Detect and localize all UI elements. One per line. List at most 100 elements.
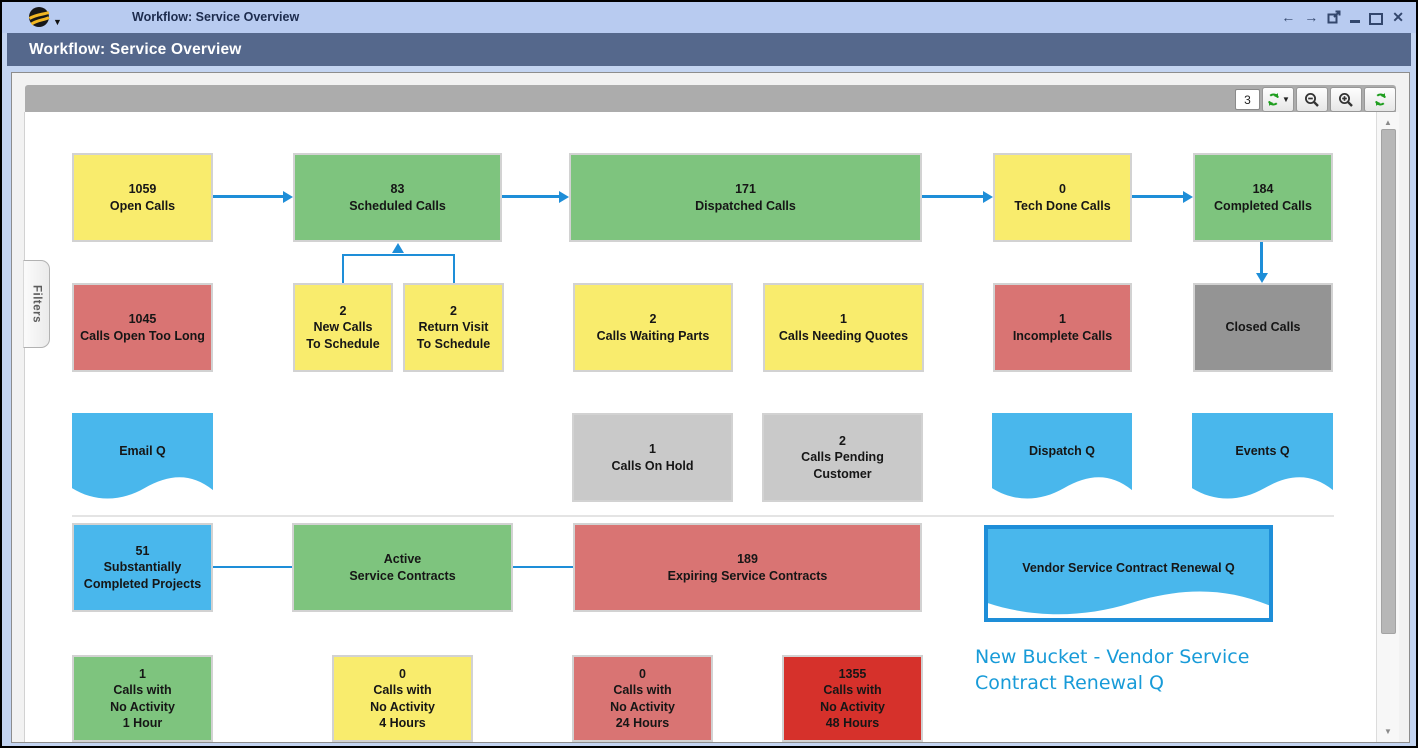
scroll-up-icon[interactable]: ▲ xyxy=(1384,118,1392,127)
node-label: Calls with No Activity 4 Hours xyxy=(370,683,435,730)
titlebar-title: Workflow: Service Overview xyxy=(132,10,300,24)
node-count: 1 xyxy=(649,442,656,456)
node-count: 1 xyxy=(139,666,146,681)
arrowhead xyxy=(1183,190,1193,203)
toolbar-tools: ▼ xyxy=(1235,87,1396,112)
node-label: Calls with No Activity 24 Hours xyxy=(610,683,675,730)
vertical-scrollbar: ▲ ▼ xyxy=(1376,112,1399,742)
levels-input[interactable] xyxy=(1235,89,1260,110)
connector-line xyxy=(513,566,573,568)
app-menu-caret-icon: ▼ xyxy=(53,17,62,27)
node-label: Vendor Service Contract Renewal Q xyxy=(1022,561,1235,576)
node-label: New Calls To Schedule xyxy=(306,320,380,351)
refresh-button[interactable] xyxy=(1364,87,1396,112)
node-count: 1059 xyxy=(128,182,157,196)
scroll-down-icon[interactable]: ▼ xyxy=(1384,727,1392,736)
connector-line xyxy=(922,195,984,198)
minimize-icon[interactable] xyxy=(1350,20,1361,23)
node-label: Scheduled Calls xyxy=(349,198,446,213)
window-controls: ← → ✕ xyxy=(1281,8,1404,26)
node-label: Calls Needing Quotes xyxy=(778,328,909,343)
queue-shape xyxy=(72,413,213,499)
node-label: Calls Pending Customer xyxy=(801,450,884,481)
node-closed-calls[interactable]: Closed Calls xyxy=(1193,283,1333,372)
filters-tab[interactable]: Filters xyxy=(23,260,50,348)
queue-shape xyxy=(1192,413,1333,499)
node-count: 2 xyxy=(339,303,347,318)
page-header: Workflow: Service Overview xyxy=(7,33,1411,66)
zoom-out-button[interactable] xyxy=(1296,87,1328,112)
zoom-in-button[interactable] xyxy=(1330,87,1362,112)
page-title: Workflow: Service Overview xyxy=(29,40,242,58)
node-label: Closed Calls xyxy=(1225,320,1301,335)
node-email-q[interactable]: Email Q xyxy=(72,413,213,502)
node-count: 51 xyxy=(135,543,150,558)
node-label: Open Calls xyxy=(109,198,176,213)
app-menu-button[interactable]: ▼ xyxy=(28,6,62,28)
refresh-menu-button[interactable]: ▼ xyxy=(1262,87,1294,112)
refresh-menu-caret-icon: ▼ xyxy=(1282,95,1290,104)
node-label: Events Q xyxy=(1235,444,1290,459)
node-count: 189 xyxy=(737,552,758,566)
back-icon[interactable]: ← xyxy=(1281,9,1296,25)
node-count: 0 xyxy=(1059,182,1066,196)
node-count: 0 xyxy=(399,666,406,681)
connector-line xyxy=(342,254,344,283)
node-events-q[interactable]: Events Q xyxy=(1192,413,1333,502)
refresh-icon xyxy=(1268,93,1279,106)
scrollbar-thumb[interactable] xyxy=(1381,129,1396,634)
node-active-service-contracts[interactable]: Active Service Contracts xyxy=(292,523,513,612)
connector-line xyxy=(213,566,292,568)
connector-line xyxy=(213,195,284,198)
node-label: Calls with No Activity 48 Hours xyxy=(820,683,885,730)
queue-shape xyxy=(988,529,1269,615)
node-dispatch-q[interactable]: Dispatch Q xyxy=(992,413,1132,502)
node-label: Dispatched Calls xyxy=(695,198,796,213)
filters-tab-label: Filters xyxy=(30,284,43,323)
zoom-in-icon xyxy=(1339,92,1353,107)
node-label: Completed Calls xyxy=(1214,198,1312,213)
node-label: Expiring Service Contracts xyxy=(667,568,828,583)
connector-line xyxy=(1260,242,1263,274)
maximize-icon[interactable] xyxy=(1369,12,1384,25)
node-count: 171 xyxy=(735,182,756,196)
node-label: Calls Open Too Long xyxy=(80,328,205,343)
forward-icon[interactable]: → xyxy=(1304,9,1319,25)
new-bucket-annotation: New Bucket - Vendor Service Contract Ren… xyxy=(975,646,1250,694)
node-label: Tech Done Calls xyxy=(1014,198,1111,213)
node-label: Calls with No Activity 1 Hour xyxy=(110,683,175,730)
popout-icon[interactable] xyxy=(1327,10,1341,24)
queue-shape xyxy=(992,413,1132,499)
close-icon[interactable]: ✕ xyxy=(1392,9,1404,25)
node-label: Calls On Hold xyxy=(611,458,694,473)
node-count: 2 xyxy=(839,433,846,448)
node-vendor-service-contract-renewal-q[interactable]: Vendor Service Contract Renewal Q xyxy=(984,525,1273,622)
node-label: Dispatch Q xyxy=(1029,444,1095,459)
node-count: 1355 xyxy=(838,666,867,681)
node-label: Calls Waiting Parts xyxy=(596,328,710,343)
node-label: Active Service Contracts xyxy=(349,552,456,583)
node-count: 1 xyxy=(1059,312,1066,326)
node-count: 2 xyxy=(450,303,457,318)
